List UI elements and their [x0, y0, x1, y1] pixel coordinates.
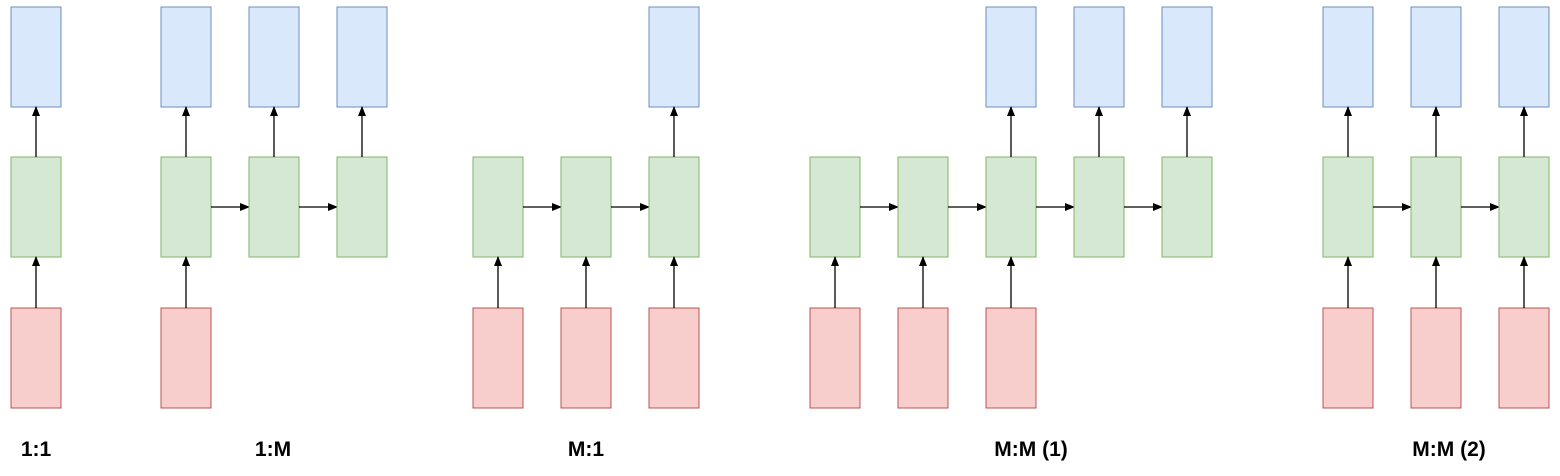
- output-box: [1410, 6, 1462, 108]
- hidden-state-box: [1498, 156, 1550, 258]
- output-box: [1161, 6, 1213, 108]
- input-box: [897, 307, 949, 409]
- hidden-state-box: [1410, 156, 1462, 258]
- panel-caption-1-m: 1:M: [254, 438, 292, 461]
- output-box: [248, 6, 300, 108]
- output-box: [985, 6, 1037, 108]
- hidden-state-box: [897, 156, 949, 258]
- hidden-state-box: [985, 156, 1037, 258]
- hidden-state-box: [648, 156, 700, 258]
- hidden-state-box: [1161, 156, 1213, 258]
- panel-caption-1-1: 1:1: [20, 438, 52, 461]
- panel-caption-m-m-2: M:M (2): [1412, 438, 1486, 461]
- hidden-state-box: [1073, 156, 1125, 258]
- hidden-state-box: [809, 156, 861, 258]
- input-box: [160, 307, 212, 409]
- output-box: [648, 6, 700, 108]
- output-box: [10, 6, 62, 108]
- hidden-state-box: [248, 156, 300, 258]
- input-box: [472, 307, 524, 409]
- input-box: [10, 307, 62, 409]
- output-box: [336, 6, 388, 108]
- hidden-state-box: [336, 156, 388, 258]
- panel-caption-m-1: M:1: [567, 438, 605, 461]
- input-box: [648, 307, 700, 409]
- input-box: [560, 307, 612, 409]
- input-box: [985, 307, 1037, 409]
- input-box: [1322, 307, 1374, 409]
- output-box: [1498, 6, 1550, 108]
- hidden-state-box: [472, 156, 524, 258]
- output-box: [1073, 6, 1125, 108]
- hidden-state-box: [10, 156, 62, 258]
- hidden-state-box: [1322, 156, 1374, 258]
- panel-caption-m-m-1: M:M (1): [994, 438, 1068, 461]
- input-box: [1410, 307, 1462, 409]
- hidden-state-box: [160, 156, 212, 258]
- hidden-state-box: [560, 156, 612, 258]
- output-box: [160, 6, 212, 108]
- input-box: [1498, 307, 1550, 409]
- input-box: [809, 307, 861, 409]
- output-box: [1322, 6, 1374, 108]
